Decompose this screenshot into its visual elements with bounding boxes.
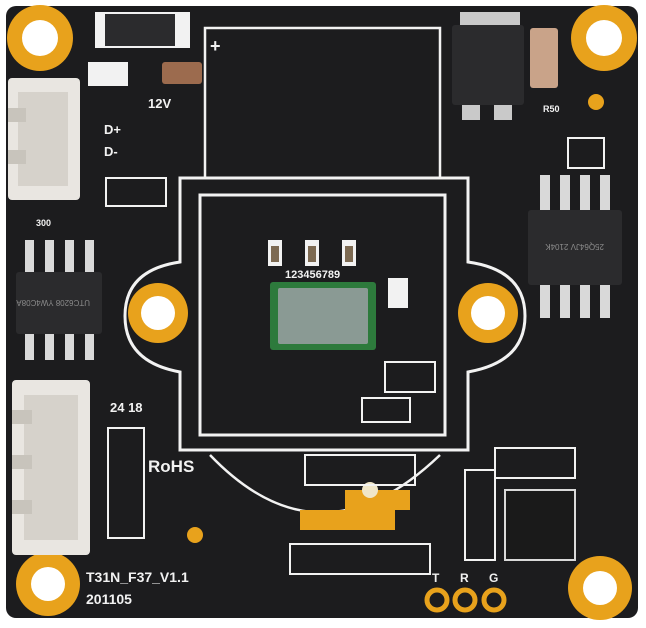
mounting-hole-bottom-left (16, 552, 80, 616)
sensor-outline (198, 193, 447, 437)
label-12v: 12V (148, 96, 171, 111)
connector-bottom-left (12, 380, 90, 555)
mounting-hole-top-left (7, 5, 73, 71)
test-dot-left (187, 527, 203, 543)
connector-top-left (8, 78, 80, 200)
label-model: T31N_F37_V1.1 (86, 569, 189, 585)
diode-top (88, 12, 190, 86)
label-sensor-pins: 123456789 (285, 269, 340, 281)
gold-pad-bottom (300, 490, 410, 530)
lens-mount-hole-right (458, 283, 518, 343)
label-rohs: RoHS (148, 457, 194, 476)
power-ic-marking: UTC6208 YW4C08A (16, 298, 90, 307)
image-sensor (270, 282, 376, 350)
label-d-minus: D- (104, 144, 118, 159)
label-lens-mark: 24 18 (110, 400, 143, 415)
lens-holder-outline (123, 176, 527, 452)
flash-memory-chip (528, 175, 622, 318)
led-dot-top-right (588, 94, 604, 110)
power-ic-chip (16, 240, 102, 360)
uart-pads (424, 587, 507, 613)
label-pin-t: T (432, 571, 440, 585)
lens-mount-hole-left (128, 283, 188, 343)
mounting-hole-bottom-right (568, 556, 632, 620)
label-plus-mark: + (210, 36, 221, 56)
capacitor-top (162, 62, 202, 84)
label-pin-g: G (489, 571, 498, 585)
capacitor-orange-top-right (530, 28, 558, 88)
label-res-300: 300 (36, 218, 51, 228)
label-res-r50: R50 (543, 104, 560, 114)
label-pin-r: R (460, 571, 469, 585)
top-outline (203, 26, 442, 180)
mounting-hole-top-right (571, 5, 637, 71)
component-array-right-mid (105, 137, 605, 575)
label-date: 201105 (86, 591, 132, 607)
flash-chip-marking: 25Q64JV 2104K (545, 242, 604, 251)
label-d-plus: D+ (104, 122, 121, 137)
regulator-top-right (452, 12, 524, 120)
soc-chip (504, 489, 576, 561)
